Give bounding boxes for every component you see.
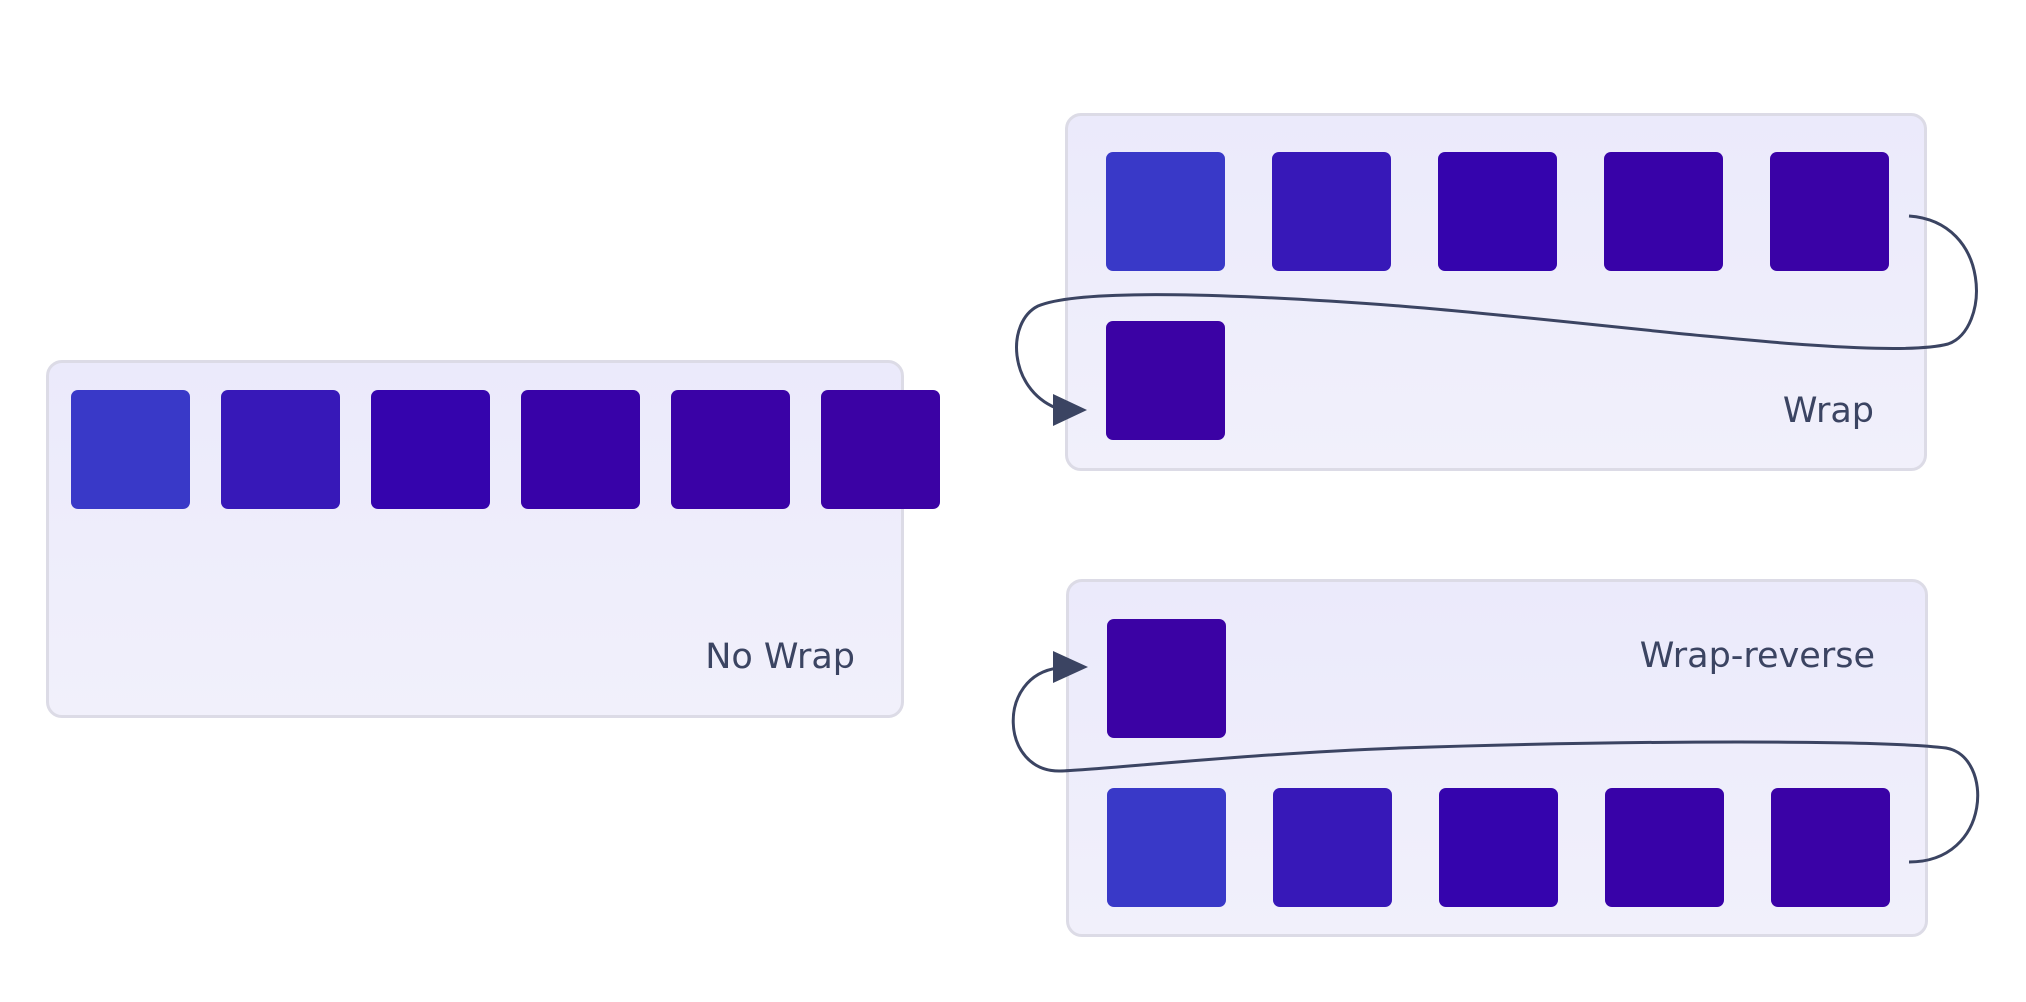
panel-label-no-wrap: No Wrap [705,637,855,677]
flex-item [1272,152,1391,271]
flex-item [1604,152,1723,271]
flex-item [1439,788,1558,907]
flex-item [821,390,940,509]
flex-item [1273,788,1392,907]
flex-item [1107,788,1226,907]
flex-item [1770,152,1889,271]
flex-item [1106,152,1225,271]
flex-item [221,390,340,509]
flex-item [1106,321,1225,440]
flex-item [371,390,490,509]
flex-item [1605,788,1724,907]
panel-label-wrap-reverse: Wrap-reverse [1639,636,1875,676]
flex-item [671,390,790,509]
flex-item [1771,788,1890,907]
flex-item [1438,152,1557,271]
flex-item [71,390,190,509]
flex-item [521,390,640,509]
panel-label-wrap: Wrap [1782,391,1874,431]
flex-item [1107,619,1226,738]
